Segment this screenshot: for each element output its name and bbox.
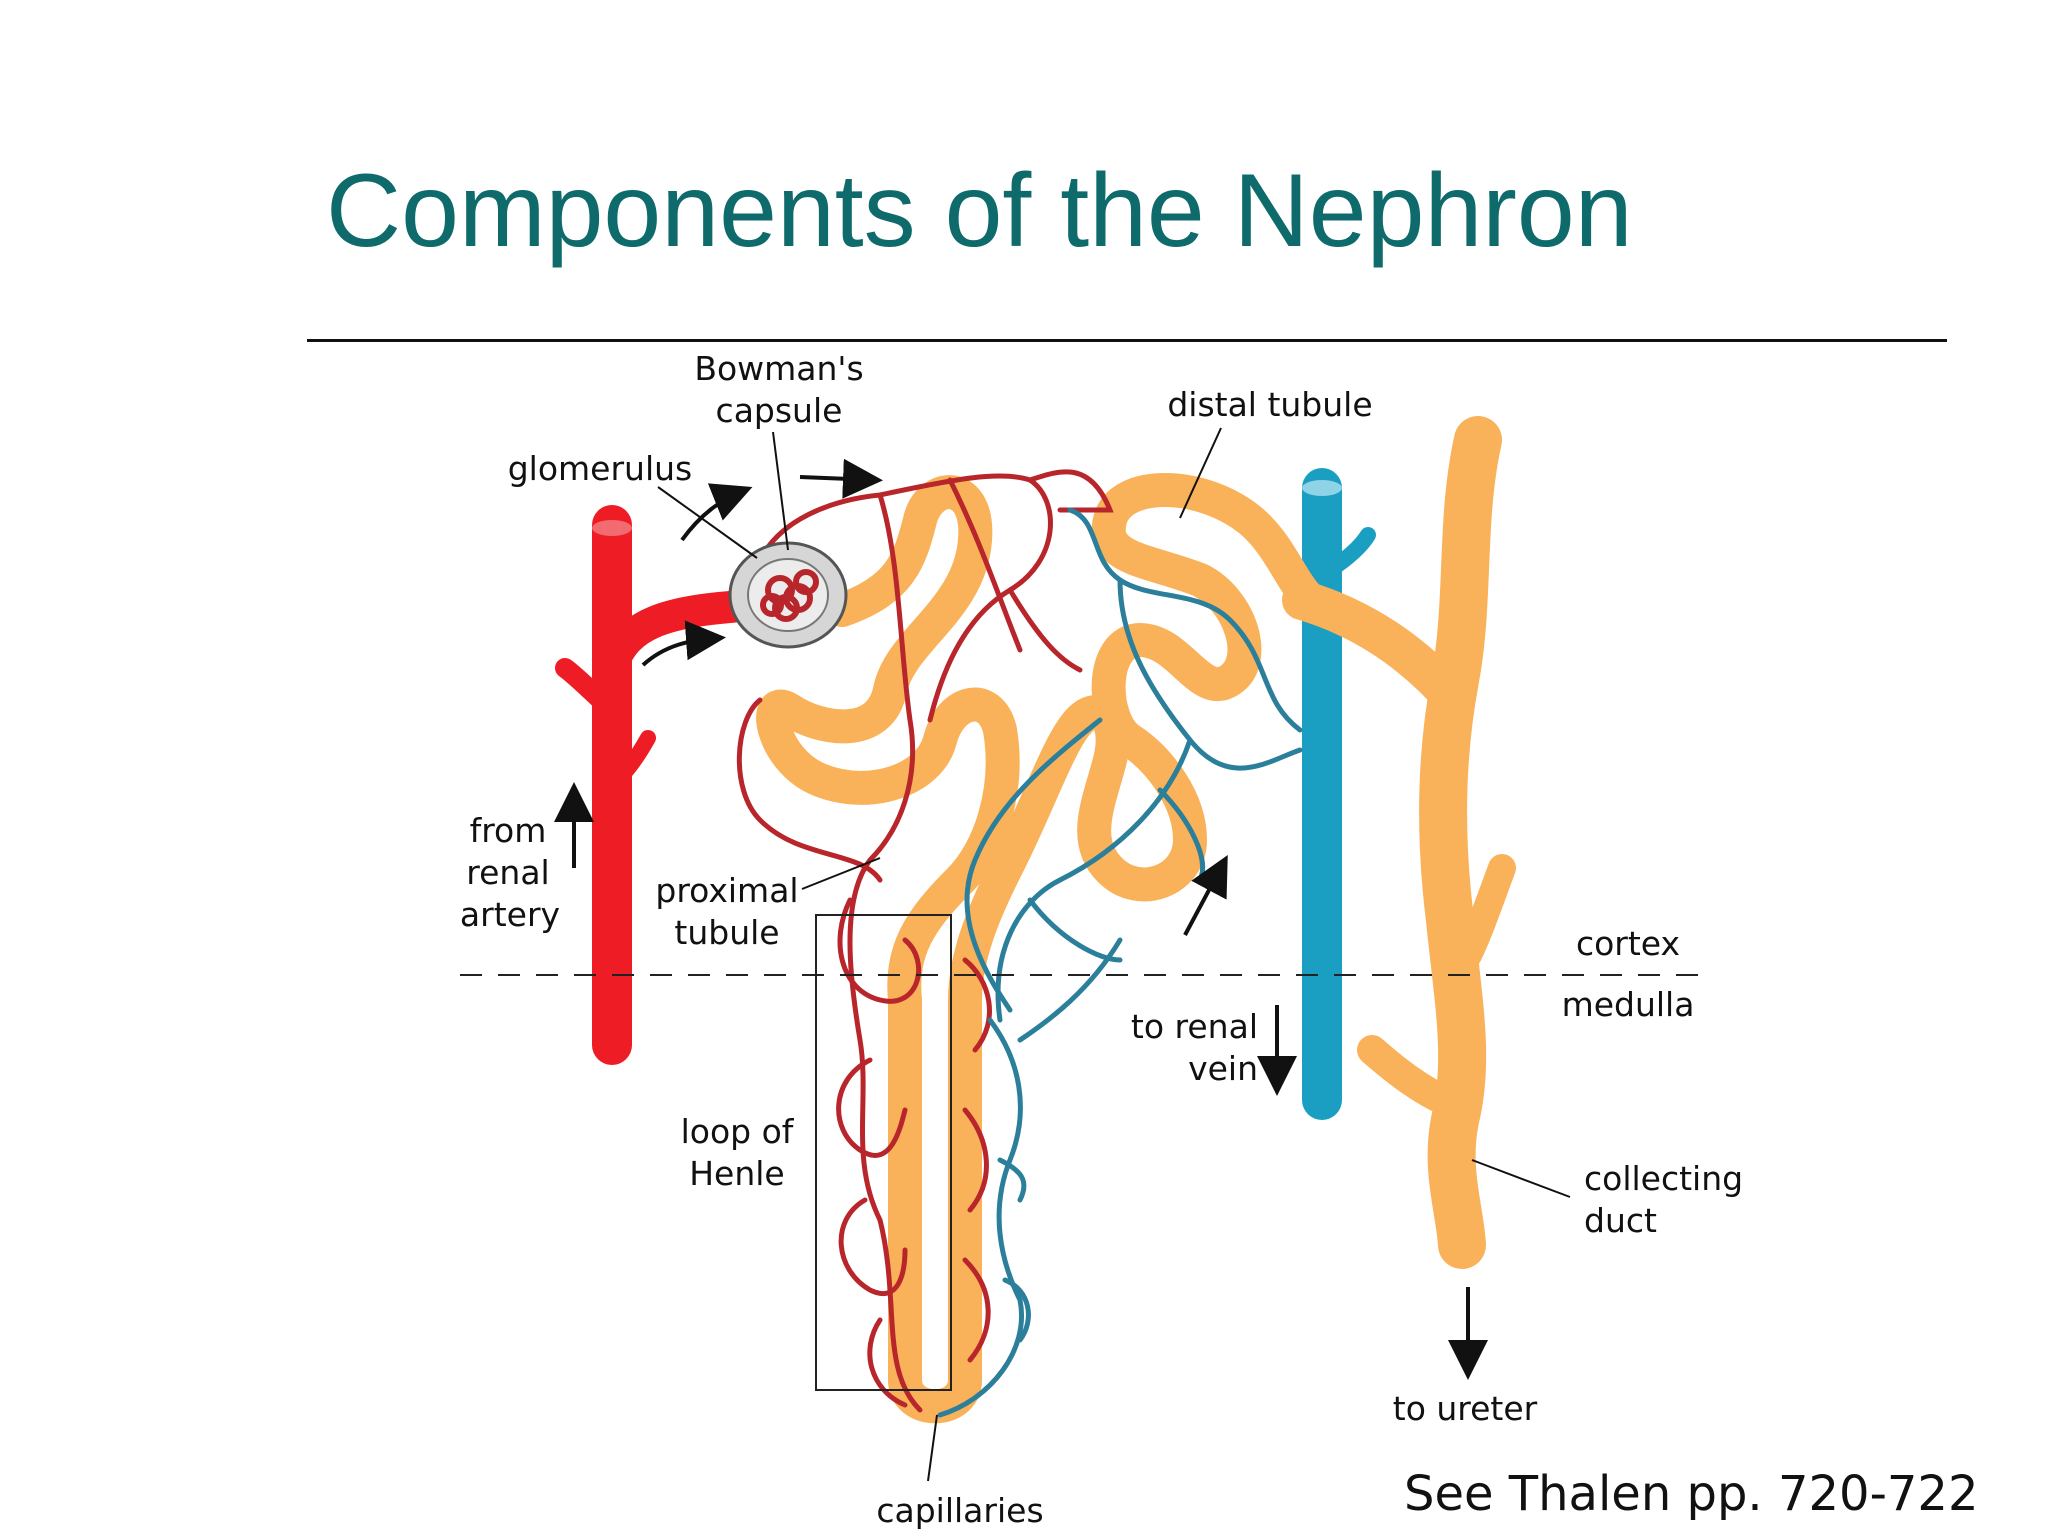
label-from-renal-artery-3: artery xyxy=(460,895,560,934)
label-cortex: cortex xyxy=(1576,924,1680,963)
reference-note: See Thalen pp. 720-722 xyxy=(1404,1466,1979,1522)
flow-arrows xyxy=(554,458,1488,1380)
label-medulla: medulla xyxy=(1562,985,1695,1024)
label-from-renal-artery-1: from xyxy=(470,811,547,850)
loop-of-henle-frame xyxy=(815,914,952,1391)
renal-artery xyxy=(555,505,776,1065)
label-proximal-tubule-1: proximal xyxy=(655,871,798,910)
label-to-ureter: to ureter xyxy=(1393,1389,1538,1428)
label-capillaries: capillaries xyxy=(876,1491,1043,1530)
label-bowmans-capsule-2: capsule xyxy=(716,391,843,430)
renal-vein xyxy=(1302,468,1376,1120)
label-distal-tubule: distal tubule xyxy=(1167,385,1372,424)
glomerulus xyxy=(760,569,819,622)
label-collecting-duct-2: duct xyxy=(1584,1201,1657,1240)
label-proximal-tubule-2: tubule xyxy=(674,913,779,952)
label-collecting-duct-1: collecting xyxy=(1584,1159,1743,1198)
label-loop-of-henle-1: loop of xyxy=(681,1112,795,1151)
leader-lines xyxy=(657,427,1571,1482)
label-glomerulus: glomerulus xyxy=(508,449,693,488)
title-divider xyxy=(307,339,1947,342)
label-to-renal-vein-2: vein xyxy=(1188,1049,1258,1088)
nephron-tubule xyxy=(756,473,1327,1424)
label-from-renal-artery-2: renal xyxy=(466,853,549,892)
collecting-duct xyxy=(1282,416,1516,1269)
venule-network xyxy=(937,507,1303,1418)
slide-title: Components of the Nephron xyxy=(326,153,1633,269)
label-to-renal-vein-1: to renal xyxy=(1131,1007,1258,1046)
label-loop-of-henle-2: Henle xyxy=(689,1154,785,1193)
label-bowmans-capsule-1: Bowman's xyxy=(694,349,863,388)
